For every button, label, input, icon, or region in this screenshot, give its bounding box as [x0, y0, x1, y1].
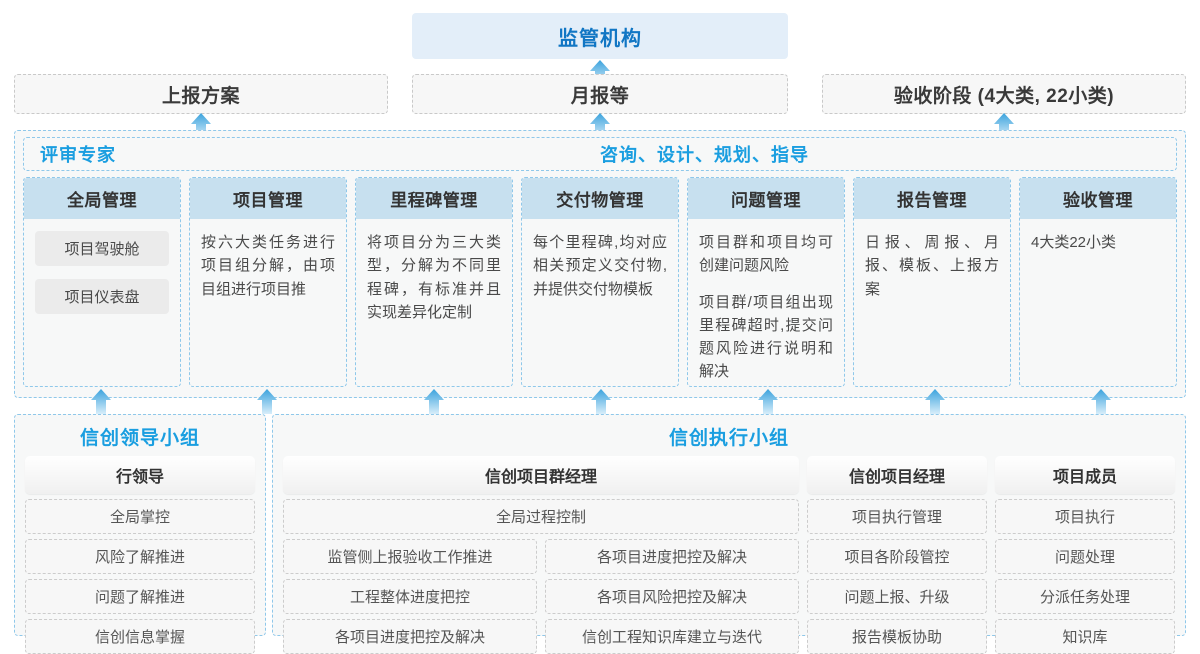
role-label-left: 评审专家	[40, 145, 116, 165]
column-body: 将项目分为三大类型，分解为不同里程碑，有标准并且实现差异化定制	[356, 219, 512, 386]
list-item[interactable]: 信创信息掌握	[25, 619, 255, 654]
member-head[interactable]: 项目成员	[995, 456, 1175, 494]
list-item[interactable]: 问题处理	[995, 539, 1175, 574]
deliverable-box-0[interactable]: 上报方案	[14, 74, 388, 114]
column-body: 项目群和项目均可创建问题风险 项目群/项目组出现里程碑超时,提交问题风险进行说明…	[688, 219, 844, 386]
project-manager-items: 项目执行管理 项目各阶段管控 问题上报、升级 报告模板协助	[807, 499, 987, 654]
column-paragraph: 日报、周报、月报、模板、上报方案	[865, 234, 999, 298]
program-manager-block: 信创项目群经理 全局过程控制 监管侧上报验收工作推进 工程整体进度把控 各项目进…	[283, 456, 799, 654]
exec-group-panel: 信创执行小组 信创项目群经理 全局过程控制 监管侧上报验收工作推进 工程整体进度…	[272, 414, 1186, 654]
list-item[interactable]: 问题了解推进	[25, 579, 255, 614]
column-body: 项目驾驶舱 项目仪表盘	[24, 219, 180, 386]
arrow-up-icon	[924, 388, 946, 414]
list-item[interactable]: 风险了解推进	[25, 539, 255, 574]
management-column-yanshou[interactable]: 验收管理 4大类22小类	[1019, 177, 1177, 387]
column-body: 按六大类任务进行项目组分解，由项目组进行项目推	[190, 219, 346, 386]
list-item[interactable]: 报告模板协助	[807, 619, 987, 654]
management-column-lichengbei[interactable]: 里程碑管理 将项目分为三大类型，分解为不同里程碑，有标准并且实现差异化定制	[355, 177, 513, 387]
deliverable-box-1[interactable]: 月报等	[412, 74, 788, 114]
column-paragraph: 每个里程碑,均对应相关预定义交付物,并提供交付物模板	[533, 234, 667, 298]
column-paragraph: 项目群/项目组出现里程碑超时,提交问题风险进行说明和解决	[699, 293, 833, 381]
exec-group-title: 信创执行小组	[668, 428, 789, 449]
list-item[interactable]: 信创工程知识库建立与迭代	[545, 619, 799, 654]
deliverable-label: 上报方案	[161, 85, 240, 107]
program-manager-left-column: 监管侧上报验收工作推进 工程整体进度把控 各项目进度把控及解决	[283, 539, 537, 654]
deliverable-label: 月报等	[570, 85, 630, 107]
column-title: 报告管理	[854, 178, 1010, 219]
deliverable-box-2[interactable]: 验收阶段 (4大类, 22小类)	[822, 74, 1186, 114]
list-item[interactable]: 知识库	[995, 619, 1175, 654]
program-manager-right-column: 各项目进度把控及解决 各项目风险把控及解决 信创工程知识库建立与迭代	[545, 539, 799, 654]
column-paragraph: 项目群和项目均可创建问题风险	[699, 234, 833, 275]
authority-label: 监管机构	[558, 27, 642, 50]
column-paragraph: 将项目分为三大类型，分解为不同里程碑，有标准并且实现差异化定制	[367, 234, 501, 321]
exec-columns: 信创项目群经理 全局过程控制 监管侧上报验收工作推进 工程整体进度把控 各项目进…	[283, 456, 1175, 654]
management-columns: 全局管理 项目驾驶舱 项目仪表盘 项目管理 按六大类任务进行项目组分解，由项目组…	[23, 177, 1177, 387]
pill-item[interactable]: 项目驾驶舱	[35, 231, 169, 266]
list-item[interactable]: 全局过程控制	[283, 499, 799, 534]
list-item[interactable]: 各项目风险把控及解决	[545, 579, 799, 614]
column-title: 交付物管理	[522, 178, 678, 219]
deliverable-label: 验收阶段 (4大类, 22小类)	[893, 85, 1115, 107]
column-paragraph: 4大类22小类	[1031, 234, 1117, 251]
role-band: 评审专家 咨询、设计、规划、指导	[23, 137, 1177, 171]
management-column-wenti[interactable]: 问题管理 项目群和项目均可创建问题风险 项目群/项目组出现里程碑超时,提交问题风…	[687, 177, 845, 387]
leader-group-items: 全局掌控 风险了解推进 问题了解推进 信创信息掌握	[25, 499, 255, 654]
list-item[interactable]: 项目执行	[995, 499, 1175, 534]
arrow-up-icon	[90, 388, 112, 414]
member-block: 项目成员 项目执行 问题处理 分派任务处理 知识库	[995, 456, 1175, 654]
project-manager-head[interactable]: 信创项目经理	[807, 456, 987, 494]
list-item[interactable]: 项目执行管理	[807, 499, 987, 534]
management-column-xiangmu[interactable]: 项目管理 按六大类任务进行项目组分解，由项目组进行项目推	[189, 177, 347, 387]
column-body: 每个里程碑,均对应相关预定义交付物,并提供交付物模板	[522, 219, 678, 386]
management-column-quanju[interactable]: 全局管理 项目驾驶舱 项目仪表盘	[23, 177, 181, 387]
arrow-up-icon	[423, 388, 445, 414]
list-item[interactable]: 各项目进度把控及解决	[545, 539, 799, 574]
column-paragraph: 按六大类任务进行项目组分解，由项目组进行项目推	[201, 234, 335, 298]
list-item[interactable]: 全局掌控	[25, 499, 255, 534]
arrow-up-icon	[590, 388, 612, 414]
list-item[interactable]: 分派任务处理	[995, 579, 1175, 614]
management-column-baogao[interactable]: 报告管理 日报、周报、月报、模板、上报方案	[853, 177, 1011, 387]
authority-box[interactable]: 监管机构	[412, 13, 788, 59]
column-title: 里程碑管理	[356, 178, 512, 219]
member-items: 项目执行 问题处理 分派任务处理 知识库	[995, 499, 1175, 654]
leader-group-title: 信创领导小组	[79, 428, 200, 449]
management-column-jiaofuwu[interactable]: 交付物管理 每个里程碑,均对应相关预定义交付物,并提供交付物模板	[521, 177, 679, 387]
list-item[interactable]: 工程整体进度把控	[283, 579, 537, 614]
project-manager-block: 信创项目经理 项目执行管理 项目各阶段管控 问题上报、升级 报告模板协助	[807, 456, 987, 654]
leader-group-head[interactable]: 行领导	[25, 456, 255, 494]
list-item[interactable]: 项目各阶段管控	[807, 539, 987, 574]
column-body: 4大类22小类	[1020, 219, 1176, 386]
role-label-right: 咨询、设计、规划、指导	[600, 145, 809, 165]
arrow-up-icon	[1090, 388, 1112, 414]
column-title: 项目管理	[190, 178, 346, 219]
column-title: 问题管理	[688, 178, 844, 219]
leader-group-panel: 信创领导小组 行领导 全局掌控 风险了解推进 问题了解推进 信创信息掌握	[14, 414, 266, 654]
list-item[interactable]: 各项目进度把控及解决	[283, 619, 537, 654]
management-panel: 评审专家 咨询、设计、规划、指导 全局管理 项目驾驶舱 项目仪表盘 项目管理 按…	[14, 130, 1186, 398]
list-item[interactable]: 监管侧上报验收工作推进	[283, 539, 537, 574]
column-body: 日报、周报、月报、模板、上报方案	[854, 219, 1010, 386]
column-title: 全局管理	[24, 178, 180, 219]
column-title: 验收管理	[1020, 178, 1176, 219]
program-manager-head[interactable]: 信创项目群经理	[283, 456, 799, 494]
program-manager-items: 全局过程控制	[283, 499, 799, 534]
arrow-up-icon	[256, 388, 278, 414]
pill-item[interactable]: 项目仪表盘	[35, 279, 169, 314]
list-item[interactable]: 问题上报、升级	[807, 579, 987, 614]
arrow-up-icon	[757, 388, 779, 414]
program-manager-two-columns: 监管侧上报验收工作推进 工程整体进度把控 各项目进度把控及解决 各项目进度把控及…	[283, 539, 799, 654]
